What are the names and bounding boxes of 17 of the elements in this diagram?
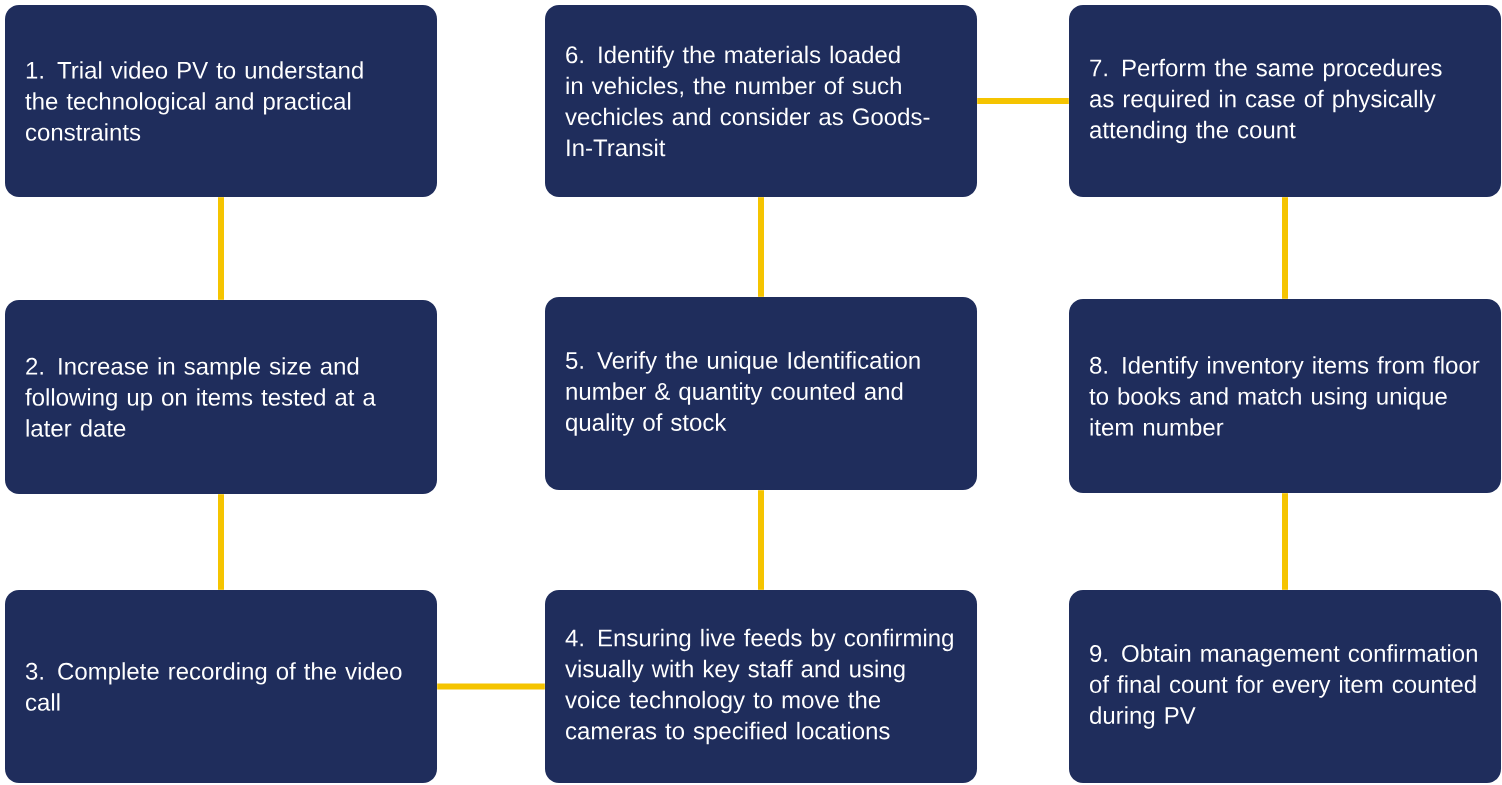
connector-line	[758, 490, 764, 590]
connector-line	[218, 494, 224, 590]
step-box: 6. Identify the materials loaded in vehicles, the number of such vechicles and consider as Goods-In-Transit	[545, 5, 977, 197]
step-box: 9. Obtain management confirmation of final count for every item counted during PV	[1069, 590, 1501, 783]
step-box: 1. Trial video PV to understand the technological and practical constraints	[5, 5, 437, 197]
connector-line	[758, 197, 764, 297]
step-box: 4. Ensuring live feeds by confirming visually with key staff and using voice technology to move the cameras to specified locations	[545, 590, 977, 783]
step-box: 5. Verify the unique Identification number & quantity counted and quality of stock	[545, 297, 977, 490]
step-box: 2. Increase in sample size and following up on items tested at a later date	[5, 300, 437, 494]
connector-line	[977, 98, 1069, 104]
step-box: 3. Complete recording of the video call	[5, 590, 437, 783]
connector-line	[437, 683, 545, 690]
connector-line	[218, 197, 224, 300]
step-box: 8. Identify inventory items from floor to books and match using unique item number	[1069, 299, 1501, 493]
connector-line	[1282, 493, 1288, 590]
connector-line	[1282, 197, 1288, 299]
step-box: 7. Perform the same procedures as required in case of physically attending the count	[1069, 5, 1501, 197]
